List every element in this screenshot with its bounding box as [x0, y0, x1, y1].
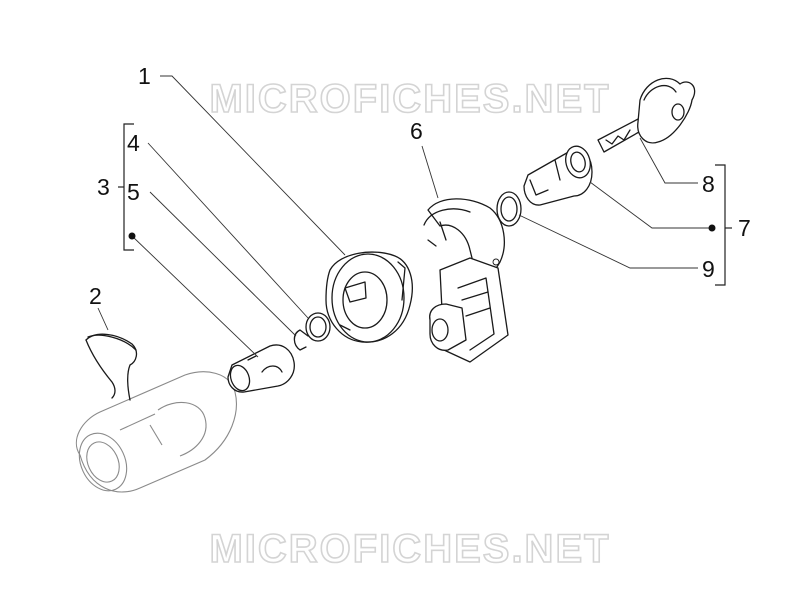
leader-lines	[97, 75, 712, 358]
wire-clip-part	[85, 333, 138, 401]
callout-6: 6	[410, 118, 423, 144]
lock-housing-part	[325, 251, 413, 343]
callout-4: 4	[127, 130, 140, 156]
leader-4	[147, 142, 309, 319]
leader-9	[518, 214, 698, 269]
handlebar-tube-part	[75, 371, 237, 493]
leader-1	[160, 75, 346, 256]
leader-7	[589, 181, 712, 229]
lock-pin-part	[227, 344, 295, 393]
leader-2	[97, 307, 109, 331]
callout-2: 2	[89, 283, 102, 309]
callout-8: 8	[702, 171, 715, 197]
callout-3: 3	[97, 174, 110, 200]
lock-cylinder-part	[523, 145, 593, 206]
o-ring-part	[496, 191, 522, 227]
callout-9: 9	[702, 256, 715, 282]
dot-3	[128, 232, 136, 240]
circlip-part	[293, 329, 309, 351]
small-ring-part	[305, 312, 331, 342]
leader-3	[131, 235, 259, 358]
dot-7	[708, 224, 716, 232]
callout-7: 7	[738, 215, 751, 241]
watermark-bottom: MICROFICHES.NET	[209, 527, 610, 571]
key-part	[597, 77, 696, 153]
leader-5	[149, 191, 297, 337]
group-bracket-7	[708, 164, 732, 286]
watermark-top: MICROFICHES.NET	[209, 77, 610, 121]
callout-5: 5	[127, 179, 140, 205]
leader-8	[639, 137, 698, 184]
leader-6	[421, 145, 439, 199]
ignition-switch-part	[423, 198, 509, 363]
group-bracket-3	[118, 123, 136, 251]
callout-1: 1	[138, 63, 151, 89]
